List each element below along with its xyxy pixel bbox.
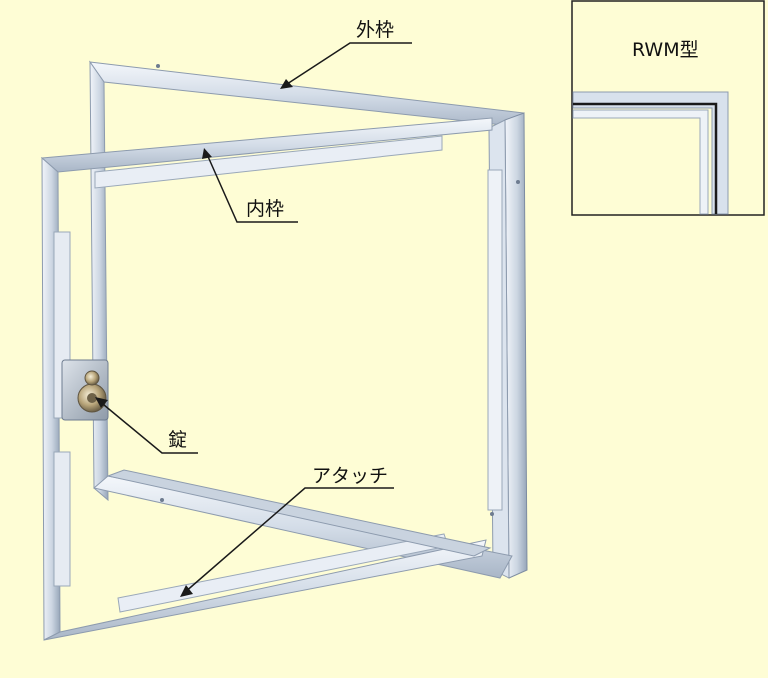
screw xyxy=(516,180,520,184)
callout-lock: 錠 xyxy=(95,397,198,454)
callout-inner-frame: 内枠 xyxy=(202,148,298,223)
lock xyxy=(61,359,109,421)
label-lock: 錠 xyxy=(168,429,187,451)
arrow-head-icon xyxy=(202,148,212,159)
screw xyxy=(156,64,160,68)
callout-outer-frame: 外枠 xyxy=(280,19,412,89)
arrow-head-icon xyxy=(95,397,108,408)
label-attachment: アタッチ xyxy=(312,465,388,487)
inner-frame-bottom-rail xyxy=(43,539,487,641)
arrow-head-icon xyxy=(180,585,193,597)
arrow-head-icon xyxy=(280,79,293,89)
screw xyxy=(160,498,164,502)
inner-frame xyxy=(40,64,520,641)
screw xyxy=(490,512,494,516)
inner-frame-left-plate-lower xyxy=(53,451,71,587)
hinge-leaf xyxy=(487,169,503,511)
outer-frame-left-post xyxy=(89,60,109,502)
lock-top-knob xyxy=(84,370,100,386)
attachment-plate xyxy=(117,533,449,613)
inset-inner-profile xyxy=(572,109,709,215)
inner-frame-bottom-diagonal xyxy=(106,469,492,557)
inset-title: RWM型 xyxy=(632,39,699,61)
lock-keyhole xyxy=(87,393,97,403)
label-inner-frame: 内枠 xyxy=(246,198,284,220)
callout-attachment: アタッチ xyxy=(180,465,394,597)
inner-frame-top-plate xyxy=(94,135,443,189)
inset-gasket xyxy=(573,102,718,214)
inset-detail: RWM型 xyxy=(571,0,765,216)
label-outer-frame: 外枠 xyxy=(356,19,394,41)
